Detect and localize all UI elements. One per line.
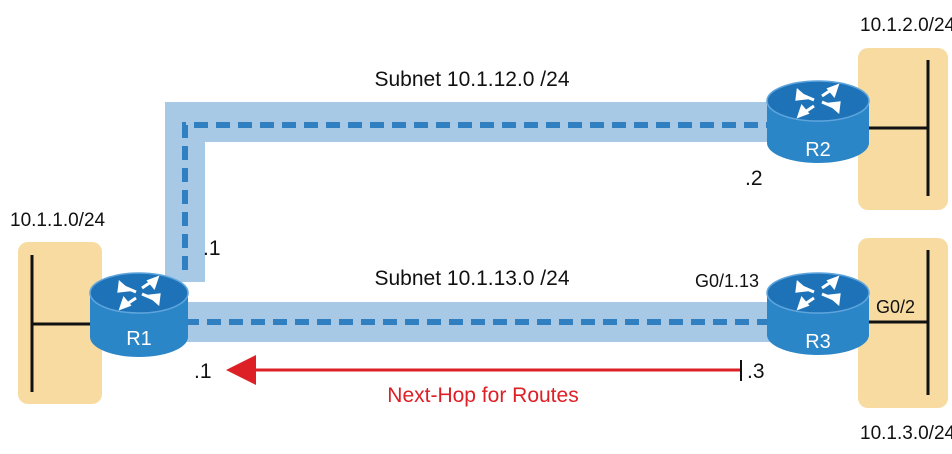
next-hop-label: Next-Hop for Routes [387,384,578,407]
router-arrows-icon [117,275,161,311]
router-r1[interactable] [89,272,189,357]
subnet-label-r1-r3: Subnet 10.1.13.0 /24 [375,267,570,290]
dashed-link-r1-r2 [182,122,775,270]
lan-label-r1: 10.1.1.0/24 [10,210,106,231]
router-label-r1: R1 [126,328,152,350]
lan-segment-r3 [862,250,930,395]
address-r3: .3 [747,360,765,383]
interface-label-r3-lan: G0/2 [876,297,915,317]
address-r2: .2 [745,167,763,190]
link-band-r1-r2 [165,102,790,282]
router-arrows-icon [795,275,841,311]
router-arrows-icon [795,83,841,119]
address-r1-upper: .1 [203,237,221,260]
subnet-label-r1-r2: Subnet 10.1.12.0 /24 [375,68,570,91]
lan-segment-r2 [862,60,930,196]
lan-label-r2: 10.1.2.0/24 [860,15,952,36]
interface-label-r3-subint: G0/1.13 [695,271,759,291]
router-r2[interactable] [766,80,870,163]
lan-label-r3: 10.1.3.0/24 [860,423,952,444]
router-r3[interactable] [766,272,870,355]
lan-segment-r1 [30,255,100,392]
router-label-r2: R2 [805,139,831,161]
router-label-r3: R3 [805,331,831,353]
address-r1-lower: .1 [194,360,212,383]
